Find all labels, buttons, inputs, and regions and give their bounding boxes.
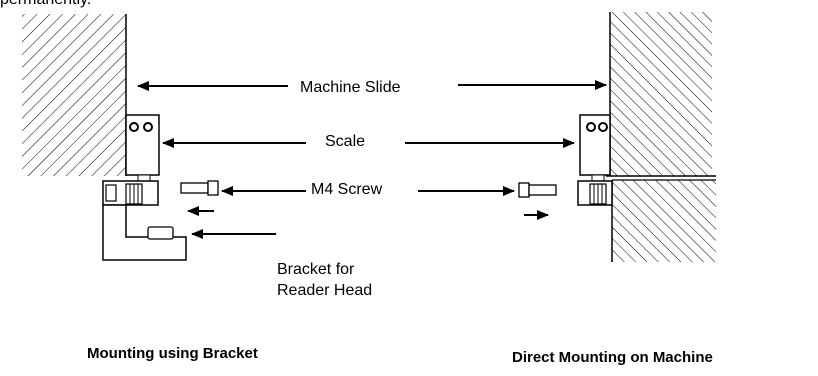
left-scale	[125, 114, 160, 182]
left-m4-screw	[180, 180, 219, 196]
caption-right: Direct Mounting on Machine	[512, 349, 713, 366]
machine-slide-label: Machine Slide	[300, 79, 401, 96]
right-reader-head	[577, 180, 613, 206]
intro-text: permanently.	[0, 0, 91, 9]
right-machine-slide	[606, 12, 716, 262]
right-m4-screw	[518, 182, 557, 198]
left-reader-head	[102, 180, 159, 206]
scale-label: Scale	[325, 133, 366, 150]
m4-screw-label: M4 Screw	[311, 181, 383, 198]
left-bracket	[102, 204, 187, 261]
bracket-label-line1: Bracket for	[277, 261, 355, 278]
right-scale	[579, 114, 611, 182]
caption-left: Mounting using Bracket	[87, 345, 258, 362]
bracket-label-line2: Reader Head	[277, 282, 373, 299]
left-machine-slide	[22, 14, 127, 176]
